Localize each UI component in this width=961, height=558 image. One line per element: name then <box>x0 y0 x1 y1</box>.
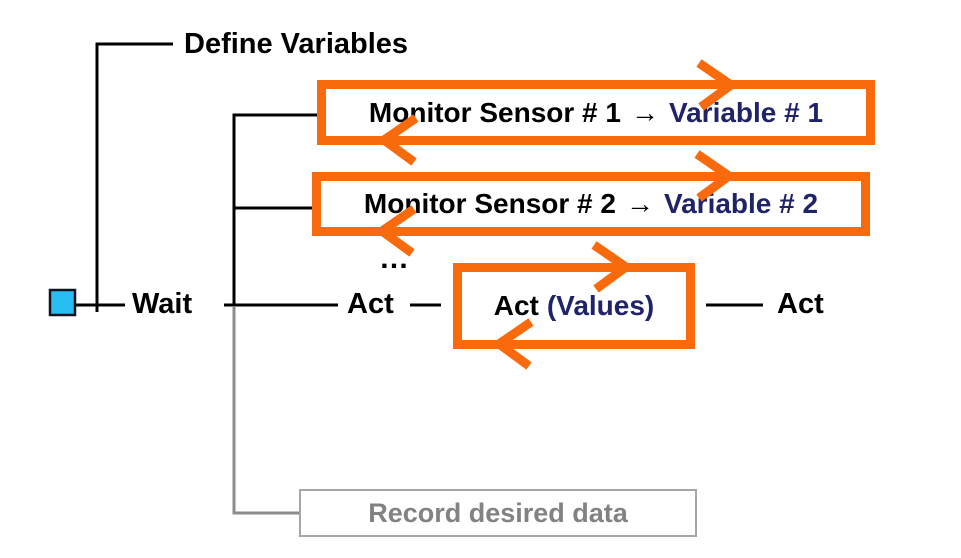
monitor-sensor-2-action-label: Monitor Sensor # 2 <box>363 188 616 219</box>
monitor-sensor-2-label-row: Monitor Sensor # 2 → Variable # 2 <box>312 176 870 232</box>
record-desired-data-label: Record desired data <box>368 497 628 528</box>
variable-2-label: Variable # 2 <box>663 188 819 219</box>
assign-arrow-icon: → <box>625 188 654 219</box>
act-values-action-label: Act <box>493 290 539 321</box>
act-values-parameter-label: (Values) <box>546 290 655 321</box>
assign-arrow-icon: → <box>630 96 659 128</box>
act-values-label-row: Act (Values) <box>457 267 691 345</box>
define-variables-branch-line <box>95 42 173 312</box>
variable-1-label: Variable # 1 <box>668 96 824 128</box>
act-state-label-first: Act <box>347 288 394 320</box>
monitor-sensor-1-action-label: Monitor Sensor # 1 <box>368 96 621 128</box>
record-branch-line <box>232 307 299 515</box>
ellipsis-label: … <box>379 242 409 275</box>
define-variables-label: Define Variables <box>184 28 409 60</box>
record-desired-data-box: Record desired data <box>299 489 697 537</box>
wait-state-label: Wait <box>132 288 193 320</box>
monitor-branch-line-1 <box>232 113 317 305</box>
act-state-label-last: Act <box>777 288 824 320</box>
monitor-sensor-1-label-row: Monitor Sensor # 1 → Variable # 1 <box>317 84 875 141</box>
start-square-icon <box>48 288 77 317</box>
